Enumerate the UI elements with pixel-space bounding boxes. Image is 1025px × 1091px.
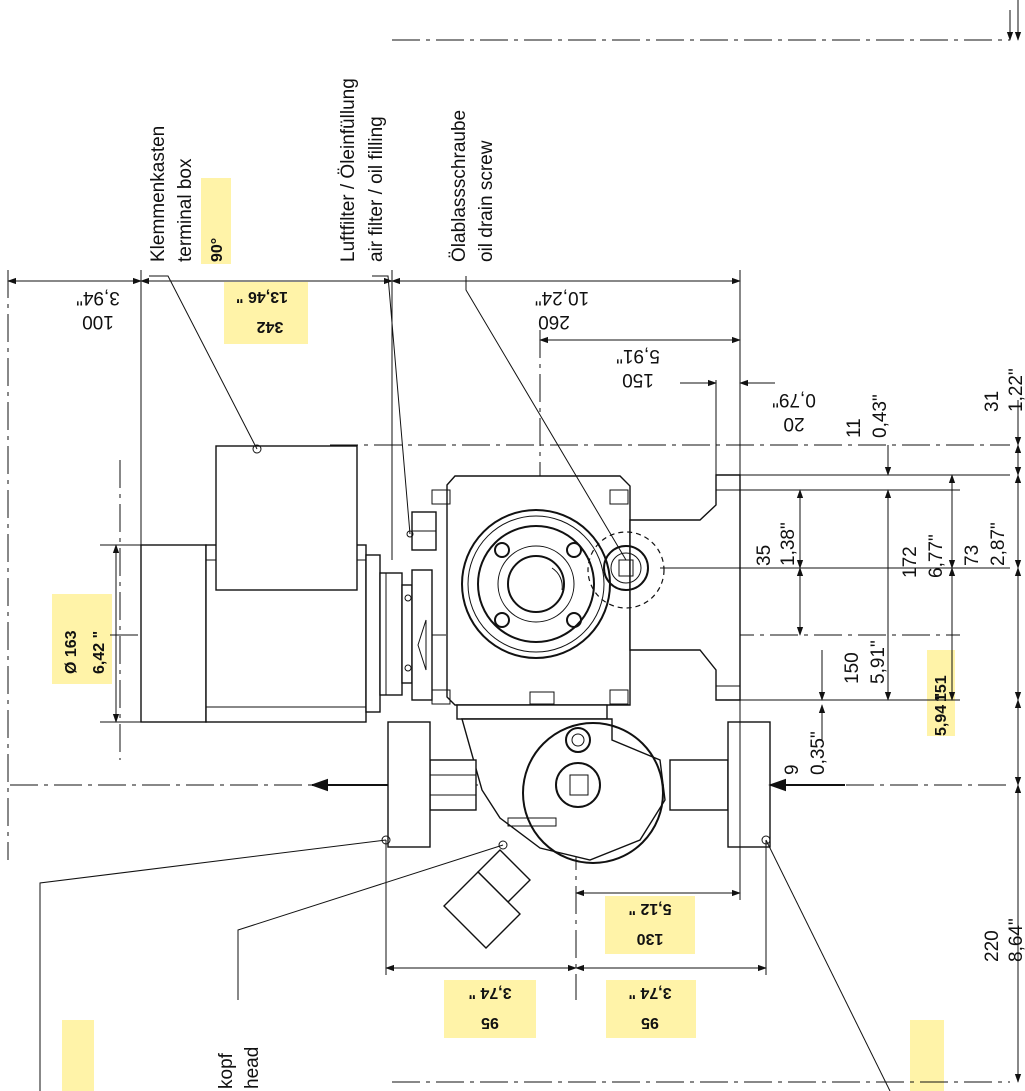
- gearbox-housing: [431, 474, 741, 706]
- dim-151-in-label: 5,94 ": [933, 693, 950, 736]
- dimension-lines-bottom: [385, 700, 767, 975]
- dim-150v-in: 5,91": [868, 640, 889, 684]
- dim-220-in: 8,64": [1006, 918, 1025, 962]
- dim-100-mm: 100: [82, 311, 114, 332]
- callout-labels: Klemmenkasten terminal box 90° Luftfilte…: [148, 78, 497, 1089]
- head-label-de: kopf: [216, 1052, 237, 1089]
- dim-163-in: 6,42 ": [91, 631, 108, 674]
- terminal-box-label-de: Klemmenkasten: [148, 126, 169, 262]
- air-filter: [406, 511, 437, 551]
- dim-342-mm: 342: [257, 318, 284, 335]
- dim-220-mm: 220: [982, 930, 1003, 962]
- dim-9-mm: 9: [782, 764, 803, 775]
- dimension-lines-left: [100, 544, 141, 723]
- dim-130-mm: 130: [637, 930, 664, 947]
- terminal-box-label-en: terminal box: [175, 158, 196, 262]
- dimension-text-vertical: 11 0,43" 31 1,22" 35 1,38" 172 6,77" 73 …: [63, 368, 1025, 962]
- leader-lines: [39, 275, 891, 1091]
- dim-342-in: 13,46 ": [236, 288, 288, 305]
- dim-172-mm: 172: [900, 546, 921, 578]
- dim-260-in: 10,24": [535, 287, 589, 308]
- dim-260-mm: 260: [538, 311, 570, 332]
- dim-163-mm: Ø 163: [63, 630, 80, 674]
- dimension-lines-right: [660, 0, 1022, 1083]
- dim-11-mm: 11: [844, 418, 865, 438]
- pump-head: [381, 691, 771, 949]
- dim-172-in: 6,77": [926, 534, 947, 578]
- dim-130-in: 5,12 ": [628, 900, 671, 917]
- head-label-en: head: [242, 1047, 263, 1089]
- dimension-lines-top: [7, 270, 775, 560]
- terminal-box-angle: 90°: [209, 238, 226, 262]
- oil-drain-label-de: Ölablassschraube: [449, 110, 470, 262]
- dim-100-in: 3,94": [76, 287, 120, 308]
- dim-150-mm: 150: [622, 369, 654, 390]
- dimension-text-inverted: 3,94" 100 13,46 " 342 10,24" 260 5,91" 1…: [76, 287, 816, 1031]
- dim-95b-mm: 95: [641, 1014, 659, 1031]
- dim-95a-mm: 95: [481, 1014, 499, 1031]
- dim-73-in: 2,87": [988, 522, 1009, 566]
- oil-drain-label-en: oil drain screw: [476, 140, 497, 262]
- dim-151-mm: 151: [933, 675, 950, 702]
- dim-95b-in: 3,74 ": [628, 984, 671, 1001]
- dim-150v-mm: 150: [842, 652, 863, 684]
- dim-11-in: 0,43": [870, 394, 891, 438]
- dim-31-in: 1,22": [1006, 368, 1025, 412]
- dim-73-mm: 73: [962, 545, 983, 566]
- dim-9-in: 0,35": [808, 731, 829, 775]
- dim-35-mm: 35: [754, 545, 775, 566]
- dim-150-in: 5,91": [616, 345, 660, 366]
- dim-20-in: 0,79": [772, 389, 816, 410]
- air-filter-label-de: Luftfilter / Öleinfüllung: [338, 78, 359, 262]
- dim-20-mm: 20: [783, 413, 804, 434]
- dim-31-mm: 31: [982, 391, 1003, 412]
- air-filter-label-en: air filter / oil filling: [366, 116, 387, 262]
- dim-35-in: 1,38": [778, 522, 799, 566]
- dim-95a-in: 3,74 ": [468, 984, 511, 1001]
- terminal-box: [215, 444, 358, 591]
